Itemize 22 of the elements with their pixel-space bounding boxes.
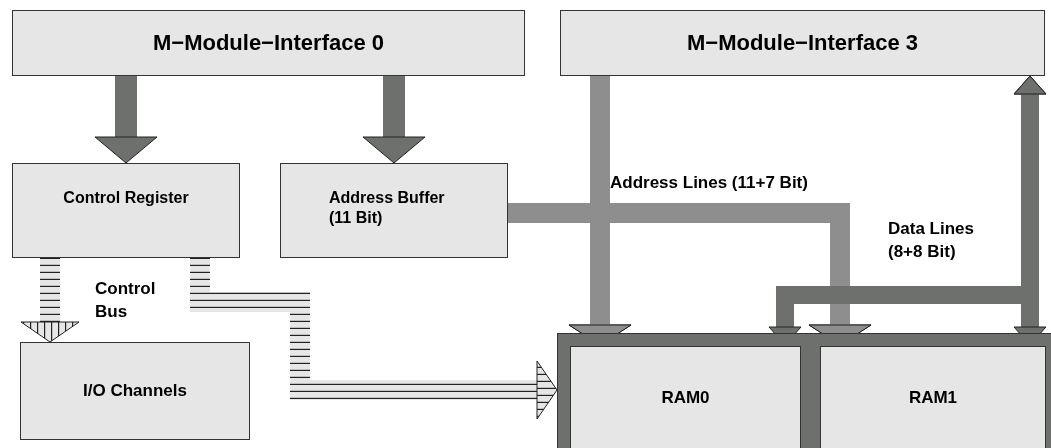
bus-arrow (94, 76, 158, 164)
bus-arrow (190, 258, 558, 420)
block-box (20, 342, 250, 440)
edge-label: Data Lines (8+8 Bit) (888, 218, 975, 263)
block-box (570, 346, 801, 448)
edge-label: Control Bus (95, 278, 157, 323)
node-label: M−Module−Interface 0 (152, 29, 385, 57)
block-box (280, 163, 508, 258)
node-label: Control Register (63, 188, 189, 208)
node-label: Address Buffer (11 Bit) (329, 188, 446, 228)
edge-label: Address Lines (11+7 Bit) (610, 172, 809, 194)
bus-arrow (362, 76, 426, 164)
interface-box (560, 10, 1045, 76)
node-label: RAM0 (661, 387, 710, 409)
block-box (12, 163, 240, 258)
block-box (820, 346, 1046, 448)
memory-frame (557, 333, 1051, 448)
bus-arrow (20, 258, 80, 343)
interface-box (12, 10, 525, 76)
node-label: I/O Channels (83, 380, 187, 402)
node-label: RAM1 (908, 387, 958, 409)
node-label: M−Module−Interface 3 (686, 29, 919, 57)
